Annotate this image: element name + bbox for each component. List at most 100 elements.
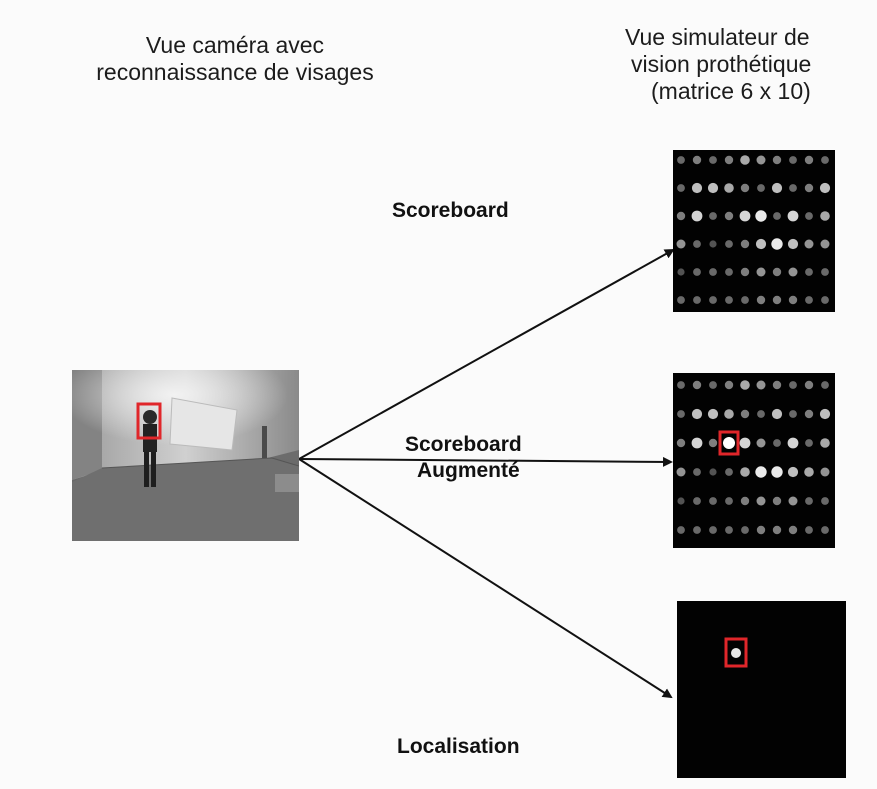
augmented-phosphene bbox=[741, 526, 749, 534]
augmented-phosphene bbox=[787, 437, 799, 449]
augmented-phosphene bbox=[772, 496, 782, 506]
augmented-scoreboard-label-line-2: Augmenté bbox=[417, 459, 520, 482]
augmented-phosphene bbox=[757, 410, 765, 418]
augmented-phosphene bbox=[771, 408, 783, 420]
augmented-phosphene bbox=[740, 467, 750, 477]
augmented-phosphene bbox=[708, 438, 718, 448]
scoreboard-phosphene bbox=[772, 267, 782, 277]
augmented-phosphene bbox=[707, 408, 719, 420]
scoreboard-phosphene bbox=[677, 156, 685, 164]
scoreboard-phosphene bbox=[693, 268, 701, 276]
scoreboard-matrix-panel bbox=[673, 150, 835, 312]
scoreboard-phosphene bbox=[804, 155, 814, 165]
simulator-view-heading: Vue simulateur de vision prothétique (ma… bbox=[625, 24, 877, 105]
augmented-phosphene bbox=[725, 468, 733, 476]
scoreboard-phosphene bbox=[725, 240, 733, 248]
scoreboard-phosphene bbox=[709, 212, 717, 220]
scoreboard-phosphene bbox=[821, 268, 829, 276]
augmented-phosphene bbox=[756, 525, 766, 535]
augmented-matrix bbox=[676, 380, 831, 535]
detected-face-box bbox=[136, 402, 162, 440]
augmented-scoreboard-label: Scoreboard Augmenté bbox=[405, 432, 522, 484]
camera-view-image bbox=[72, 370, 299, 541]
scoreboard-phosphene bbox=[804, 183, 814, 193]
scoreboard-phosphene bbox=[740, 155, 750, 165]
scoreboard-phosphene bbox=[693, 240, 701, 248]
augmented-phosphene bbox=[693, 526, 701, 534]
scoreboard-phosphene bbox=[709, 240, 717, 248]
augmented-phosphene bbox=[677, 526, 685, 534]
scoreboard-phosphene bbox=[725, 268, 733, 276]
scoreboard-phosphene bbox=[821, 156, 829, 164]
arrow-to-scoreboard bbox=[298, 249, 675, 460]
augmented-phosphene bbox=[756, 496, 766, 506]
scoreboard-phosphene bbox=[676, 211, 686, 221]
scoreboard-phosphene bbox=[677, 296, 685, 304]
scoreboard-phosphene bbox=[725, 296, 733, 304]
scoreboard-phosphene bbox=[756, 267, 766, 277]
localisation-highlight-box bbox=[724, 637, 748, 668]
arrow-to-localisation bbox=[298, 458, 673, 699]
augmented-phosphene bbox=[756, 380, 766, 390]
localisation-matrix bbox=[724, 637, 748, 668]
augmented-phosphene bbox=[740, 409, 750, 419]
scoreboard-phosphene bbox=[789, 184, 797, 192]
scoreboard-phosphene bbox=[709, 156, 717, 164]
scoreboard-phosphene bbox=[805, 268, 813, 276]
scoreboard-label: Scoreboard bbox=[392, 198, 509, 224]
scoreboard-phosphene bbox=[740, 183, 750, 193]
scoreboard-phosphene bbox=[756, 295, 766, 305]
augmented-phosphene bbox=[804, 467, 814, 477]
augmented-phosphene bbox=[788, 525, 798, 535]
augmented-phosphene bbox=[725, 526, 733, 534]
augmented-phosphene bbox=[771, 466, 783, 478]
scoreboard-phosphene bbox=[788, 295, 798, 305]
augmented-phosphene bbox=[724, 409, 734, 419]
augmented-highlight-box bbox=[718, 430, 740, 456]
scoreboard-phosphene bbox=[677, 268, 685, 276]
augmented-phosphene bbox=[821, 381, 829, 389]
scoreboard-phosphene bbox=[677, 184, 685, 192]
augmented-phosphene bbox=[709, 497, 717, 505]
augmented-phosphene bbox=[805, 526, 813, 534]
augmented-phosphene bbox=[821, 497, 829, 505]
scoreboard-matrix bbox=[676, 155, 831, 305]
scoreboard-phosphene bbox=[740, 267, 750, 277]
scoreboard-phosphene bbox=[739, 210, 751, 222]
scoreboard-phosphene bbox=[771, 238, 783, 250]
augmented-phosphene bbox=[755, 466, 767, 478]
augmented-phosphene bbox=[677, 381, 685, 389]
arrow-to-augmented bbox=[298, 456, 673, 467]
simulator-view-heading-line-3: (matrice 6 x 10) bbox=[651, 78, 811, 104]
scoreboard-phosphene bbox=[755, 210, 767, 222]
camera-scene bbox=[72, 370, 299, 541]
augmented-phosphene bbox=[709, 468, 717, 476]
augmented-phosphene bbox=[821, 526, 829, 534]
scoreboard-phosphene bbox=[772, 155, 782, 165]
augmented-phosphene bbox=[820, 438, 830, 448]
augmented-phosphene bbox=[772, 525, 782, 535]
augmented-phosphene bbox=[773, 439, 781, 447]
scoreboard-phosphene bbox=[819, 182, 831, 194]
augmented-phosphene bbox=[691, 437, 703, 449]
augmented-phosphene bbox=[788, 496, 798, 506]
localisation-label-text: Localisation bbox=[397, 735, 520, 758]
augmented-phosphene bbox=[692, 380, 702, 390]
scoreboard-phosphene bbox=[724, 183, 734, 193]
augmented-phosphene bbox=[756, 438, 766, 448]
augmented-phosphene bbox=[740, 496, 750, 506]
augmented-phosphene bbox=[691, 408, 703, 420]
scoreboard-phosphene bbox=[692, 155, 702, 165]
scoreboard-phosphene bbox=[805, 296, 813, 304]
scoreboard-phosphene bbox=[821, 296, 829, 304]
simulator-view-heading-line-1: Vue simulateur de bbox=[625, 24, 810, 50]
scoreboard-phosphene bbox=[756, 155, 766, 165]
augmented-phosphene bbox=[787, 466, 799, 478]
augmented-phosphene bbox=[820, 467, 830, 477]
simulator-view-heading-line-2: vision prothétique bbox=[631, 51, 812, 77]
augmented-phosphene bbox=[789, 381, 797, 389]
camera-view-heading-line-1: Vue caméra avec bbox=[145, 32, 325, 58]
scoreboard-phosphene bbox=[724, 155, 734, 165]
augmented-phosphene bbox=[709, 526, 717, 534]
scoreboard-phosphene bbox=[691, 210, 703, 222]
